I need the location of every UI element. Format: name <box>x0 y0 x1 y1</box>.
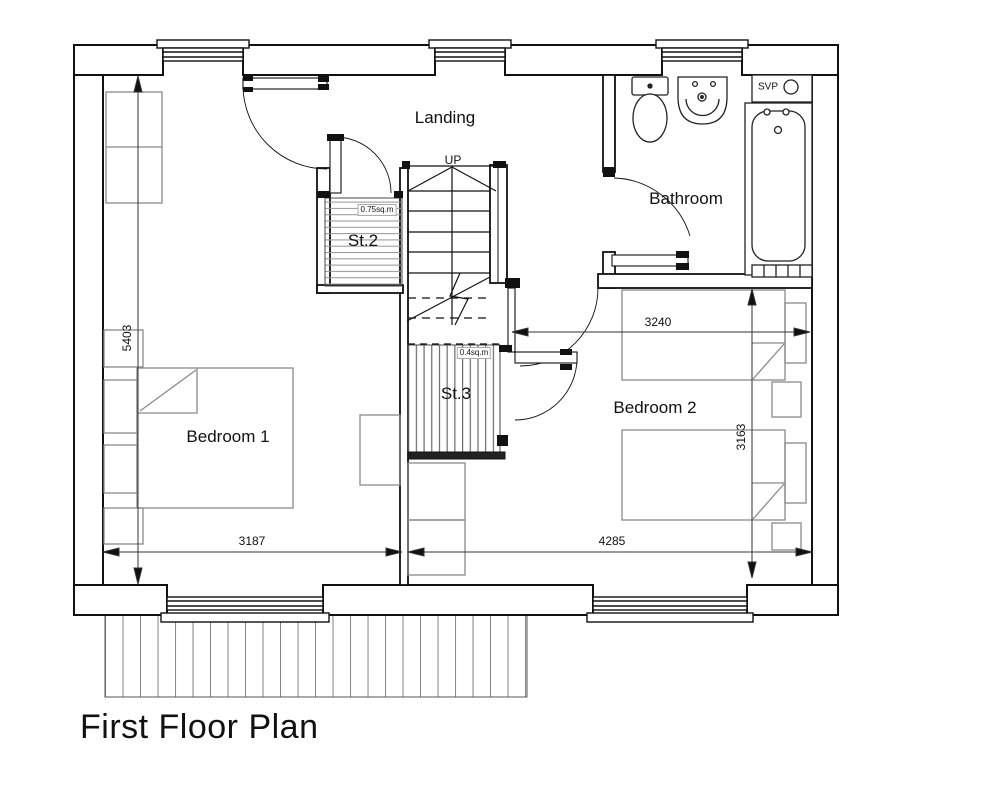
dimension-label-5403: 5403 <box>120 324 134 352</box>
bed1-symbol <box>136 367 294 509</box>
store-area-st2: 0.75sq.m <box>357 204 397 216</box>
dimension-label-4285: 4285 <box>598 534 626 548</box>
room-label-landing: Landing <box>414 108 476 127</box>
bathtub-symbol <box>744 102 813 276</box>
wall-bottom-seg3 <box>746 584 839 616</box>
plan-title: First Floor Plan <box>80 708 319 746</box>
window-4 <box>160 596 330 623</box>
room-label-bathroom: Bathroom <box>649 189 723 208</box>
window-3 <box>655 39 749 62</box>
window-1 <box>156 39 250 62</box>
doors <box>242 77 691 421</box>
wall-top-seg4 <box>741 44 839 76</box>
dimension-3163 <box>747 288 757 579</box>
wall-left <box>73 44 104 616</box>
dimension-lines <box>102 75 813 585</box>
wall-top-seg3 <box>504 44 663 76</box>
store-area-st3: 0.4sq.m <box>456 347 492 359</box>
cabinet <box>103 329 144 368</box>
bedside-table-symbol <box>771 381 802 418</box>
svp-symbol <box>751 74 813 103</box>
table-symbol <box>359 414 401 486</box>
stairs-cut-line <box>406 276 491 322</box>
cabinet <box>103 379 138 434</box>
windows-top <box>156 39 749 62</box>
wall-bottom-seg2 <box>322 584 594 616</box>
bed3-symbol <box>621 429 807 521</box>
door-st3 <box>514 351 578 421</box>
washbasin-symbol <box>677 76 728 125</box>
store-st3-hatch <box>407 343 506 460</box>
door-bedroom1 <box>242 77 328 170</box>
dimension-label-3163: 3163 <box>734 423 748 451</box>
chest-symbol <box>407 519 466 576</box>
bathroom-fixtures <box>631 74 813 278</box>
room-label-bedroom2: Bedroom 2 <box>613 398 697 417</box>
room-label-bedroom1: Bedroom 1 <box>186 427 270 446</box>
wall-right <box>811 44 839 616</box>
bath-shelf-symbol <box>751 264 813 278</box>
dimension-5403 <box>133 75 143 585</box>
dimension-3187 <box>102 547 403 557</box>
decking-hatch <box>104 614 528 698</box>
door-jambs <box>243 76 689 446</box>
toilet-symbol <box>631 76 669 143</box>
store-label-st2: St.2 <box>347 231 379 250</box>
wall-top-seg1 <box>73 44 164 76</box>
outer-walls <box>73 44 839 616</box>
dimension-label-3240: 3240 <box>644 315 672 329</box>
stairs <box>403 165 500 326</box>
furniture <box>103 91 807 576</box>
stairs-break-line <box>449 272 469 326</box>
stairs-up-label: UP <box>444 153 462 167</box>
internal-walls <box>316 74 813 586</box>
wall-bathroom-left-upper <box>602 74 616 173</box>
bedside-table-symbol <box>771 522 802 551</box>
svp-label: SVP <box>757 81 779 93</box>
chest-symbol <box>407 462 466 521</box>
windows-bottom <box>160 596 754 623</box>
wall-top-seg2 <box>242 44 436 76</box>
door-bathroom <box>611 177 691 267</box>
bed2-symbol <box>621 289 807 381</box>
store-label-st3: St.3 <box>440 384 472 403</box>
dimension-3240 <box>511 327 811 337</box>
dimension-label-3187: 3187 <box>238 534 266 548</box>
window-5 <box>586 596 754 623</box>
dimension-4285 <box>407 547 813 557</box>
cabinet <box>103 444 138 494</box>
door-st2 <box>329 136 392 194</box>
wall-bottom-seg1 <box>73 584 168 616</box>
wardrobe-symbol <box>105 91 163 204</box>
cabinet <box>103 507 144 545</box>
window-2 <box>428 39 512 62</box>
